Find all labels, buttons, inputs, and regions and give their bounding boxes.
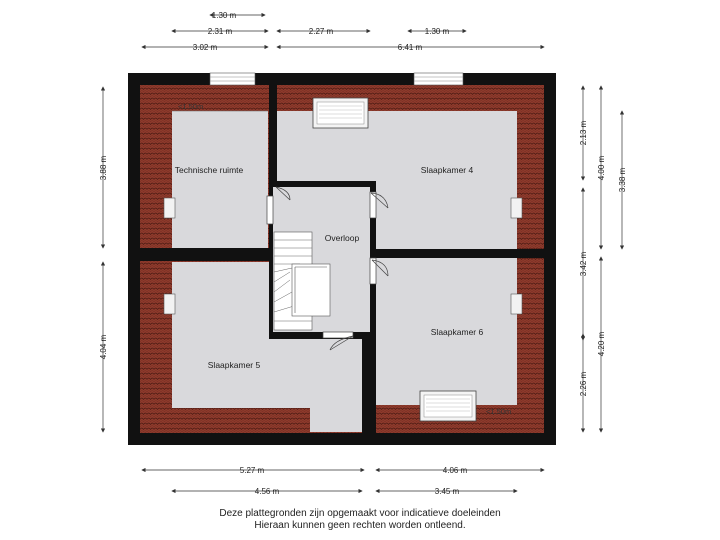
dim-right-inner-middle: 3.42 m bbox=[579, 251, 588, 276]
dim-top-window-right: 1.30 m bbox=[425, 27, 450, 36]
dim-top-middle: 2.27 m bbox=[309, 27, 334, 36]
skylight-slaapkamer-6 bbox=[419, 390, 477, 422]
dim-right-mid-lower: 4.20 m bbox=[597, 331, 606, 356]
room-label-slaapkamer-5: Slaapkamer 5 bbox=[208, 360, 261, 370]
wall-overloop-bottom bbox=[269, 332, 376, 339]
dim-left-lower: 4.04 m bbox=[99, 334, 108, 359]
dim-top-left: 2.31 m bbox=[208, 27, 233, 36]
wall-left-middle bbox=[140, 248, 270, 261]
wall-slaapkamer6-left bbox=[362, 336, 376, 433]
disclaimer-line-2: Hieraan kunnen geen rechten worden ontle… bbox=[254, 520, 466, 531]
height-mark-technische: <1.50m bbox=[178, 102, 203, 111]
window-top-left bbox=[209, 72, 256, 86]
dim-bottom-right: 4.06 m bbox=[443, 466, 468, 475]
dim-bottom-inner-left: 4.56 m bbox=[255, 487, 280, 496]
door-slaapkamer-5 bbox=[322, 331, 354, 351]
wall-right-middle bbox=[370, 249, 544, 257]
dim-right-inner-top: 2.13 m bbox=[579, 120, 588, 145]
stair-railing bbox=[291, 263, 331, 317]
door-slaapkamer-6 bbox=[369, 257, 389, 285]
door-slaapkamer-4 bbox=[369, 191, 389, 219]
dim-right-mid-upper: 4.00 m bbox=[597, 155, 606, 180]
disclaimer-line-1: Deze plattegronden zijn opgemaakt voor i… bbox=[219, 508, 501, 519]
dim-left-upper: 3.88 m bbox=[99, 155, 108, 180]
floor-technische-ruimte bbox=[172, 111, 268, 248]
radiator-technische bbox=[163, 197, 176, 219]
dim-bottom-inner-right: 3.45 m bbox=[435, 487, 460, 496]
wall-overloop-left bbox=[269, 181, 273, 339]
wall-overloop-top bbox=[269, 181, 376, 187]
wall-between-technische-and-slaapkamer4 bbox=[269, 73, 277, 181]
door-technische bbox=[266, 186, 291, 225]
dim-right-inner-bottom: 2.26 m bbox=[579, 371, 588, 396]
height-mark-slaapkamer-6: <1.50m bbox=[486, 407, 511, 416]
floor-slaapkamer-4 bbox=[277, 111, 517, 249]
room-label-slaapkamer-6: Slaapkamer 6 bbox=[431, 327, 484, 337]
room-label-slaapkamer-4: Slaapkamer 4 bbox=[421, 165, 474, 175]
floor-slaapkamer-5 bbox=[172, 262, 362, 432]
radiator-slaapkamer-4 bbox=[510, 197, 523, 219]
room-label-technische-ruimte: Technische ruimte bbox=[175, 165, 244, 175]
skylight-slaapkamer-4 bbox=[312, 97, 369, 129]
window-top-right bbox=[413, 72, 464, 86]
dim-bottom-left: 5.27 m bbox=[240, 466, 265, 475]
floor-slaapkamer-6 bbox=[376, 258, 517, 405]
room-label-overloop: Overloop bbox=[325, 233, 360, 243]
radiator-slaapkamer-5 bbox=[163, 293, 176, 315]
radiator-slaapkamer-6 bbox=[510, 293, 523, 315]
dim-top-window-left: 1.30 m bbox=[212, 11, 237, 20]
dim-top-outer-right: 6.41 m bbox=[398, 43, 423, 52]
dim-top-outer-left: 3.02 m bbox=[193, 43, 218, 52]
dim-right-outer: 3.38 m bbox=[618, 167, 627, 192]
